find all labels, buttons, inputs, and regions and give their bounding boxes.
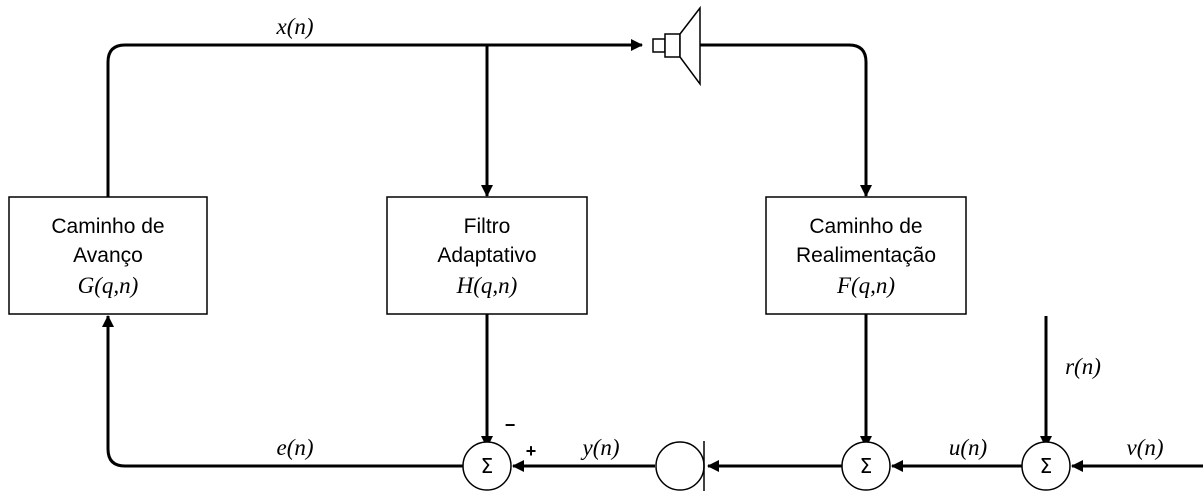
input-summing-junction: Σ	[1021, 441, 1071, 491]
adaptive-filter-block	[386, 196, 588, 315]
forward-path-function: G(q,n)	[78, 273, 139, 298]
adaptive-filter-function: H(q,n)	[456, 273, 518, 298]
minus-sign: −	[505, 415, 516, 435]
signal-v-label: v(n)	[1126, 435, 1163, 460]
feedback-path-block	[765, 196, 967, 315]
forward-path-block	[8, 196, 208, 315]
signal-y-label: y(n)	[580, 435, 619, 460]
signal-x-label: x(n)	[275, 14, 313, 39]
signal-u-label: u(n)	[949, 435, 987, 460]
feedback-path-line2: Realimentação	[796, 244, 936, 267]
wire-e-to-forward	[102, 315, 463, 468]
signal-e-label: e(n)	[276, 435, 313, 460]
error-summing-junction: Σ	[462, 441, 512, 491]
forward-path-line1: Caminho de	[51, 215, 164, 238]
wire-forward-to-speaker	[106, 39, 643, 197]
adaptive-filter-line2: Adaptativo	[437, 244, 536, 267]
signal-r-label: r(n)	[1065, 354, 1101, 379]
summing-symbol: Σ	[481, 454, 494, 478]
feedback-path-line1: Caminho de	[809, 215, 922, 238]
summing-symbol: Σ	[1040, 454, 1053, 478]
microphone-icon	[655, 441, 705, 491]
feedback-path-function: F(q,n)	[836, 273, 895, 298]
forward-path-line2: Avanço	[73, 244, 143, 267]
feedback-summing-junction: Σ	[841, 441, 891, 491]
speaker-icon	[652, 5, 701, 87]
wire-speaker-to-feedback	[700, 43, 872, 197]
summing-symbol: Σ	[860, 454, 873, 478]
plus-sign: +	[526, 441, 537, 461]
adaptive-filter-line1: Filtro	[464, 215, 511, 238]
